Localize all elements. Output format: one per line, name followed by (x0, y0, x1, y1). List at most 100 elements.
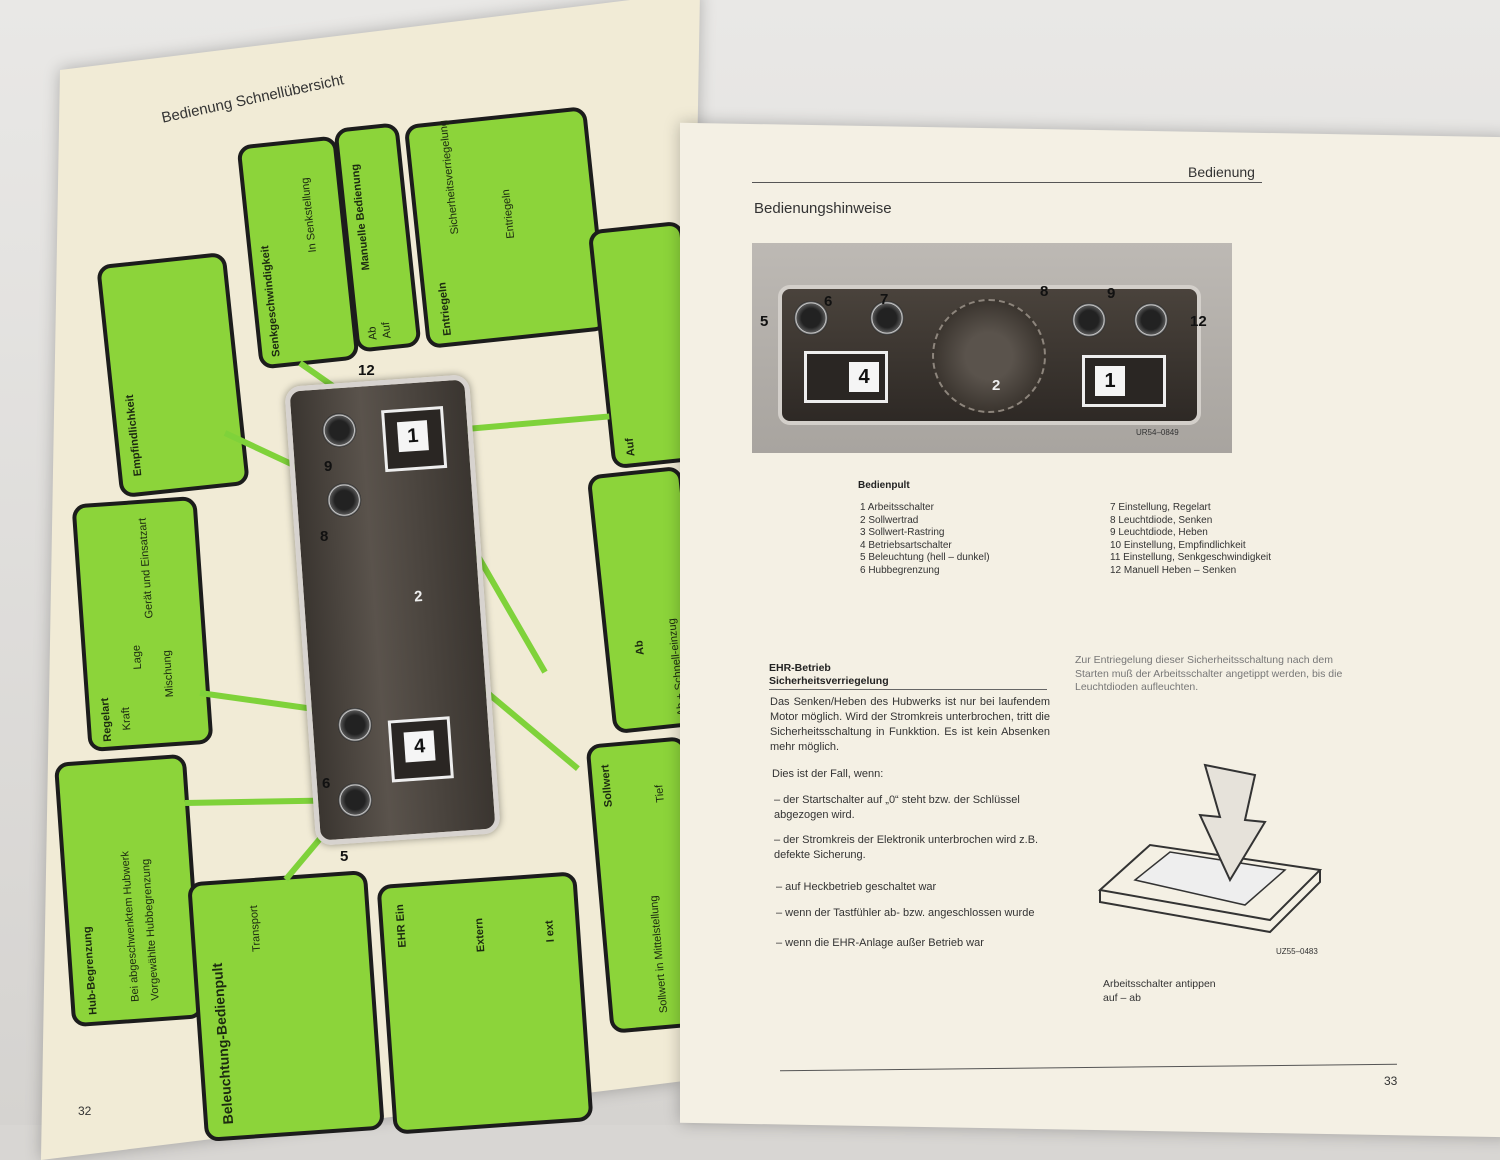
panel-switch: 4 (387, 716, 454, 783)
switch-caption-line: auf – ab (1103, 992, 1141, 1004)
legend-item: 12 Manuell Heben – Senken (1110, 564, 1237, 576)
header-rule (752, 182, 1262, 183)
panel-number: 12 (358, 362, 375, 379)
panel-knob (321, 412, 358, 449)
panel-number: 5 (340, 848, 349, 865)
device-number: 6 (824, 293, 833, 310)
device-photo-caption: UR54–0849 (1136, 428, 1179, 437)
case-item: – wenn die EHR-Anlage außer Betrieb war (776, 937, 984, 949)
section-title-line: Sicherheitsverriegelung (769, 675, 889, 687)
device-knob (870, 301, 904, 335)
legend-title: Bedienpult (858, 480, 910, 491)
case-item: – der Startschalter auf „0“ steht bzw. d… (774, 794, 1020, 821)
box-regelart: Regelart Kraft Lage Mischung Gerät und E… (71, 495, 214, 753)
box-beleuchtung: Beleuchtung-Bedienpult Transport (187, 870, 385, 1142)
box-beleuchtung-item: Transport (247, 904, 264, 953)
box-regelart-item: Gerät und Einsatzart (136, 517, 156, 619)
box-beleuchtung-title: Beleuchtung-Bedienpult (208, 962, 237, 1125)
case-item: – der Stromkreis der Elektronik unterbro… (774, 834, 1039, 861)
illustration-caption: UZ55–0483 (1276, 947, 1318, 956)
device-knob (1134, 303, 1168, 337)
box-regelart-item: Lage (130, 644, 145, 670)
legend-item: 8 Leuchtdiode, Senken (1110, 514, 1213, 526)
case-item: – auf Heckbetrieb geschaltet war (776, 881, 937, 893)
box-hub-title: Hub-Begrenzung (81, 925, 100, 1016)
paragraph: Das Senken/Heben des Hubwerks ist nur be… (770, 696, 1050, 753)
device-switch-label: 4 (849, 362, 879, 392)
box-senk-item: In Senkstellung (299, 176, 320, 254)
case-item: – wenn der Tastfühler ab- bzw. angeschlo… (776, 907, 1035, 919)
box-entriegeln-item: Entriegeln (500, 188, 518, 240)
legend-item: 10 Einstellung, Empfindlichkeit (1110, 539, 1246, 551)
case-intro: Dies ist der Fall, wenn: (772, 768, 884, 780)
panel-number: 2 (413, 587, 424, 606)
box-manuell-title: Manuelle Bedienung (349, 163, 373, 271)
panel-number: 9 (324, 458, 333, 475)
panel-number: 8 (320, 528, 329, 545)
box-entriegeln: Entriegeln Sicherheitsverriegelung Entri… (403, 106, 610, 349)
right-page-header: Bedienung (1188, 164, 1255, 180)
panel-knob (337, 781, 374, 819)
legend-item: 11 Einstellung, Senkgeschwindigkeit (1110, 552, 1272, 563)
panel-switch-label: 1 (396, 420, 429, 453)
switch-base-side (1099, 870, 1321, 934)
device-number: 7 (880, 291, 889, 308)
switch-caption-line: Arbeitsschalter antippen (1103, 978, 1216, 990)
section-title: EHR-Betrieb Sicherheitsverriegelung (769, 662, 889, 688)
device-number: 8 (1040, 283, 1049, 300)
note-text: Zur Entriegelung dieser Sicherheitsschal… (1075, 654, 1343, 693)
right-page-number: 33 (1384, 1074, 1398, 1088)
box-entriegeln-title: Entriegeln (436, 281, 454, 337)
box-auf-title: Auf (623, 437, 638, 457)
setpoint-wheel (932, 299, 1046, 413)
switch-illustration (1097, 763, 1323, 934)
box-manuell-item: Auf (379, 321, 394, 340)
device-body: 4 1 2 (778, 285, 1201, 425)
box-ehr-ein: EHR Ein Extern I ext (376, 871, 594, 1135)
box-ehr-item: I ext (543, 919, 557, 943)
box-regelart-item: Mischung (160, 649, 177, 698)
control-panel-photo: 1 4 2 (284, 374, 501, 846)
panel-switch-label: 4 (403, 730, 436, 763)
box-manuell-item: Ab (366, 325, 380, 341)
box-senk-title: Senkgeschwindigkeit (259, 244, 283, 358)
box-ehr-title: EHR Ein (393, 903, 409, 949)
box-sollwert-item: Tief (653, 784, 667, 804)
panel-number: 6 (322, 775, 331, 792)
device-number: 5 (760, 313, 769, 330)
section-title-line: EHR-Betrieb (769, 662, 831, 674)
device-number: 9 (1107, 285, 1116, 302)
page-title: Bedienungshinweise (754, 200, 892, 217)
box-regelart-item: Kraft (119, 706, 134, 731)
left-page-number: 32 (78, 1104, 92, 1118)
switch-caption: Arbeitsschalter antippen auf – ab (1103, 977, 1216, 1005)
device-switch-label: 1 (1095, 366, 1125, 396)
legend-item: 7 Einstellung, Regelart (1110, 502, 1211, 513)
panel-knob (326, 481, 363, 519)
panel-switch: 1 (381, 405, 448, 473)
legend-item: 5 Beleuchtung (hell – dunkel) (860, 552, 990, 563)
section-rule (769, 689, 1047, 690)
device-photo: 4 1 2 5 6 7 8 9 12 (752, 243, 1232, 453)
panel-knob (336, 706, 374, 744)
switch-rocker (1133, 851, 1287, 906)
legend-item: 9 Leuchtdiode, Heben (1110, 527, 1208, 538)
box-ab-title: Ab (633, 639, 647, 656)
legend-item: 3 Sollwert-Rastring (860, 527, 945, 538)
legend-item: 2 Sollwertrad (860, 514, 919, 526)
box-hub-item: Vorgewählte Hubbegrenzung (139, 858, 162, 1001)
box-empfindlichkeit-title: Empfindlichkeit (123, 394, 145, 477)
box-ehr-item: Extern (473, 917, 488, 953)
press-arrow-icon (1198, 763, 1267, 883)
device-number: 12 (1190, 313, 1207, 330)
device-switch: 4 (804, 351, 888, 403)
legend-left: 1 Arbeitsschalter 2 Sollwertrad 3 Sollwe… (860, 502, 990, 577)
device-number: 2 (992, 377, 1001, 394)
device-switch: 1 (1082, 355, 1166, 407)
box-regelart-title: Regelart (99, 697, 115, 743)
box-empfindlichkeit: Empfindlichkeit (96, 251, 250, 499)
box-entriegeln-item: Sicherheitsverriegelung (437, 119, 462, 236)
legend-item: 1 Arbeitsschalter (860, 502, 934, 513)
legend-item: 4 Betriebsartschalter (860, 539, 952, 551)
legend-right: 7 Einstellung, Regelart 8 Leuchtdiode, S… (1110, 502, 1271, 577)
